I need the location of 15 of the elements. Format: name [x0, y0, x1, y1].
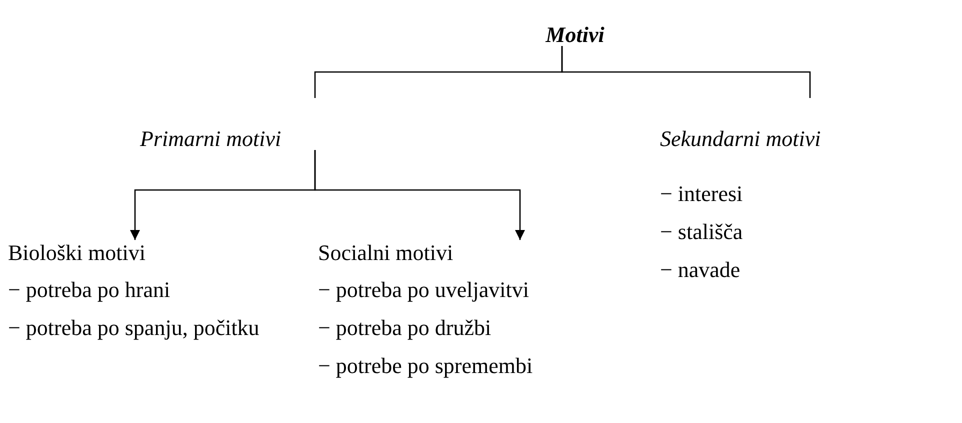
category-label: Sekundarni motivi [660, 125, 822, 152]
arrow [314, 150, 525, 240]
list-item: − potreba po spanju, počitku [8, 316, 260, 340]
list-item: − potreba po družbi [318, 316, 492, 340]
list-item: − interesi [660, 182, 744, 206]
bracket-line [561, 46, 811, 98]
list-item: − potreba po uveljavitvi [318, 278, 530, 302]
category-label: Primarni motivi [140, 125, 282, 152]
title-text: Motivi [544, 22, 606, 48]
list-item: − navade [660, 258, 742, 282]
group-heading: Socialni motivi [318, 240, 454, 266]
group-heading: Biološki motivi [8, 240, 147, 266]
list-item: − potreba po hrani [8, 278, 172, 302]
list-item: − potrebe po spremembi [318, 354, 534, 378]
list-item: − stališča [660, 220, 744, 244]
